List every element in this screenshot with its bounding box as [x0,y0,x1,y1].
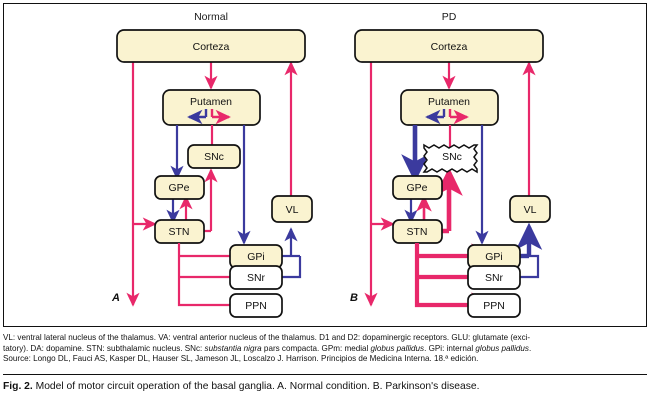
node-snc-label-pd: SNc [442,151,462,163]
footnote-source-line: Source: Longo DL, Fauci AS, Kasper DL, H… [3,354,479,364]
footnote-line-2-part-c: . GPi: internal [424,343,476,353]
node-vl-label-normal: VL [286,204,299,216]
node-cortex-label-normal: Corteza [193,41,230,53]
panel-letter-normal: A [111,292,120,304]
panel-normal: Normal Corteza Putamen [111,11,313,318]
figure-caption: Fig. 2. Model of motor circuit operation… [3,381,649,392]
node-snc-label-normal: SNc [204,151,224,163]
node-vl-pd [509,195,551,223]
node-cortex-pd [354,29,544,63]
panel-letter-pd: B [350,292,358,304]
node-gpe-pd [392,175,443,200]
node-snc-pd [422,143,479,174]
footnote-line-1-text: VL: ventral lateral nucleus of the thala… [3,333,531,342]
node-snr-pd [467,265,521,290]
node-gpi-label-normal: GPi [247,251,265,263]
node-snc-normal [187,144,241,169]
figure-caption-text: Model of motor circuit operation of the … [35,381,480,392]
node-gpe-normal [154,175,205,200]
basal-ganglia-diagram: Normal Corteza Putamen [3,3,647,327]
node-cortex-normal [116,29,306,63]
footnote-italic-globus-pallidus-2: globus pallidus [475,343,529,353]
node-snr-normal [229,265,283,290]
footnote-line-1: VL: ventral lateral nucleus of the thala… [3,333,649,344]
node-vl-label-pd: VL [524,204,537,216]
node-snr-label-normal: SNr [247,272,266,284]
figure-frame [3,3,647,327]
footnote-line-2-part-b: pars compacta. GPm: medial [261,343,371,353]
node-snr-label-pd: SNr [485,272,504,284]
footnote-italic-substantia-nigra: substantia nigra [204,343,262,353]
figure-caption-label: Fig. 2. [3,381,33,392]
node-vl-normal [271,195,313,223]
panel-pd: PD Corteza Putamen SNc [350,11,551,318]
node-gpe-label-pd: GPe [406,182,427,194]
node-ppn-pd [467,293,521,318]
footnote-line-2-part-a: tatory). DA: dopamine. STN: subthalamic … [3,343,205,353]
panel-title-normal: Normal [194,11,228,23]
node-cortex-label-pd: Corteza [431,41,468,53]
node-putamen-label-normal: Putamen [190,96,232,108]
node-gpe-label-normal: GPe [168,182,189,194]
node-stn-label-pd: STN [407,226,428,238]
node-ppn-label-normal: PPN [245,300,267,312]
footnote-italic-globus-pallidus-1: globus pallidus [370,343,425,353]
panel-title-pd: PD [442,11,457,23]
caption-divider [3,374,647,375]
line-snr-riser-pd [520,254,540,279]
node-putamen-label-pd: Putamen [428,96,470,108]
node-stn-label-normal: STN [169,226,190,238]
figure-footnotes: VL: ventral lateral nucleus of the thala… [3,333,649,365]
footnote-line-2-part-d: . [528,343,532,353]
node-ppn-label-pd: PPN [483,300,505,312]
line-snr-riser-normal [282,256,302,279]
node-gpi-label-pd: GPi [485,251,503,263]
footnote-line-2: tatory). DA: dopamine. STN: subthalamic … [3,344,649,355]
node-ppn-normal [229,293,283,318]
